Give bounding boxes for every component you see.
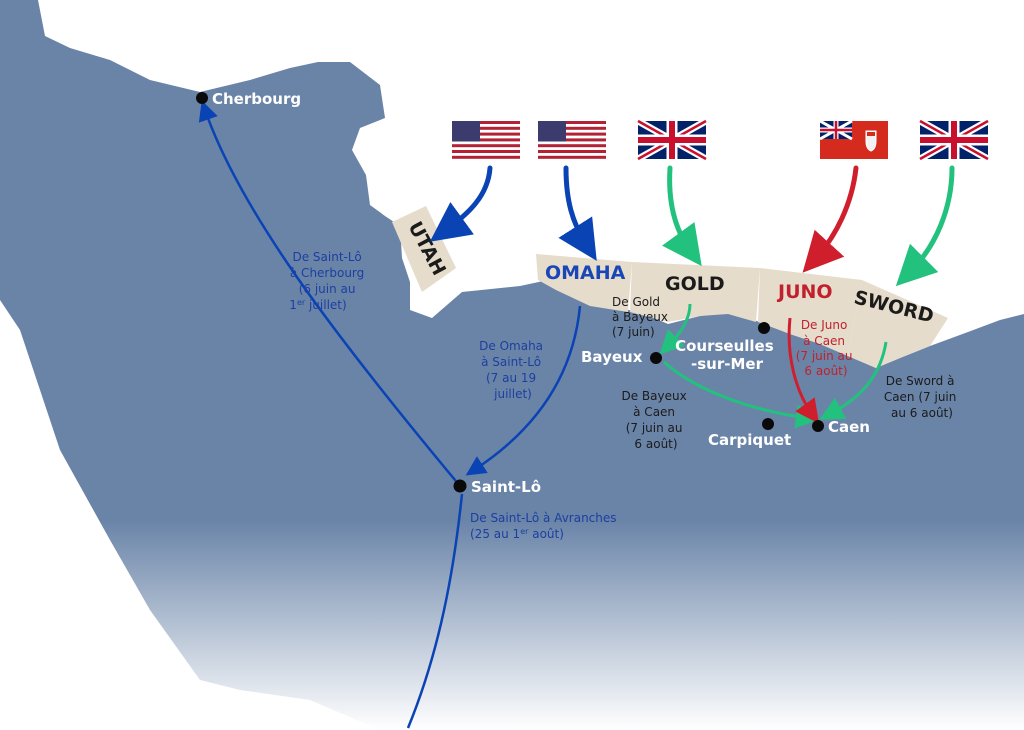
beach-juno[interactable]: JUNO	[758, 268, 862, 356]
city-label-saint-lo: Saint-Lô	[471, 478, 541, 496]
beach-gold[interactable]: GOLD	[630, 262, 760, 322]
route-label-juno-caen: De Juno à Caen (7 juin au 6 août)	[796, 318, 857, 378]
beach-juno-label: JUNO	[776, 281, 833, 303]
route-saint-lo-cherbourg	[198, 100, 461, 487]
us-flag-icon	[452, 121, 520, 159]
us-flag-icon	[538, 121, 606, 159]
beach-omaha-label: OMAHA	[545, 262, 626, 284]
city-dot-bayeux[interactable]	[650, 352, 662, 364]
city-dot-cherbourg[interactable]	[196, 92, 208, 104]
city-label-courseulles: Courseulles -sur-Mer	[675, 337, 779, 373]
route-juno-caen	[787, 317, 820, 424]
landing-arrow-sword	[895, 165, 955, 287]
landing-arrow-juno	[802, 165, 859, 273]
route-label-sword-caen: De Sword à Caen (7 juin au 6 août)	[884, 374, 960, 420]
city-dot-saint-lo[interactable]	[453, 479, 467, 493]
bottom-fade	[0, 520, 1024, 730]
route-gold-bayeux	[659, 303, 692, 355]
beach-omaha[interactable]: OMAHA	[536, 254, 632, 312]
city-dot-carpiquet[interactable]	[762, 418, 774, 430]
canada-red-ensign-flag-icon	[819, 119, 888, 159]
route-bayeux-caen	[663, 360, 820, 429]
uk-flag-icon	[636, 117, 708, 163]
route-label-bayeux-caen: De Bayeux à Caen (7 juin au 6 août)	[621, 389, 690, 451]
city-label-carpiquet: Carpiquet	[708, 431, 791, 449]
landing-arrow-gold	[662, 165, 702, 267]
route-label-saint-lo-avranches: De Saint-Lô à Avranches (25 au 1er août)	[470, 511, 620, 541]
route-saint-lo-avranches	[406, 493, 464, 729]
route-label-saint-lo-cherbourg: De Saint-Lô à Cherbourg (6 juin au 1er j…	[289, 250, 368, 312]
landing-arrow-omaha	[558, 165, 597, 261]
city-label-bayeux: Bayeux	[581, 348, 643, 366]
city-label-cherbourg: Cherbourg	[212, 90, 301, 108]
route-label-omaha-saint-lo: De Omaha à Saint-Lô (7 au 19 juillet)	[479, 339, 547, 401]
city-dot-courseulles[interactable]	[758, 322, 770, 334]
uk-flag-icon	[918, 117, 990, 163]
city-dot-caen[interactable]	[812, 420, 824, 432]
route-sword-caen	[819, 341, 888, 420]
city-label-caen: Caen	[828, 418, 870, 436]
landing-arrow-utah	[429, 165, 493, 242]
route-omaha-saint-lo	[465, 305, 582, 476]
beach-gold-label: GOLD	[665, 273, 725, 295]
route-label-gold-bayeux: De Gold à Bayeux (7 juin)	[612, 295, 672, 339]
